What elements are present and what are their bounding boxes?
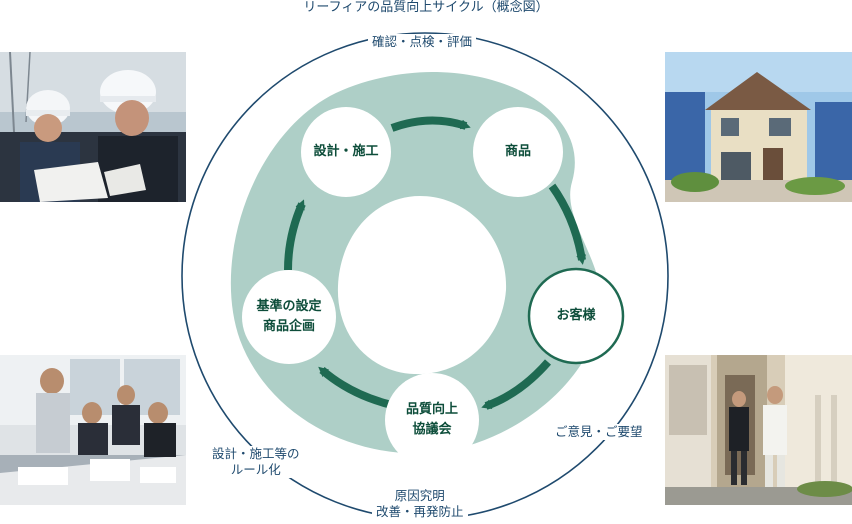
node-customer-circle bbox=[527, 267, 625, 365]
node-council-circle bbox=[385, 373, 479, 467]
label-right-feedback: ご意見・ご要望 bbox=[552, 424, 646, 440]
node-standards-circle bbox=[242, 270, 336, 364]
photo-house bbox=[665, 52, 852, 202]
label-left-rules: 設計・施工等の ルール化 bbox=[210, 446, 302, 478]
label-bottom-cause: 原因究明 改善・再発防止 bbox=[372, 488, 468, 520]
node-product: 商品 bbox=[504, 144, 531, 159]
diagram-title: リーフィアの品質向上サイクル（概念図） bbox=[303, 0, 549, 15]
photo-meeting bbox=[0, 355, 186, 505]
label-check-evaluate: 確認・点検・評価 bbox=[368, 34, 477, 50]
arrow-council-to-standards bbox=[318, 366, 390, 408]
node-council: 品質向上 協議会 bbox=[405, 402, 458, 437]
node-customer: お客様 bbox=[556, 308, 596, 323]
arrow-standards-to-design bbox=[284, 199, 306, 271]
arrow-customer-to-council bbox=[481, 359, 552, 410]
node-design: 設計・施工 bbox=[313, 144, 379, 159]
arrow-design-to-product bbox=[390, 116, 471, 132]
photo-customer-visit bbox=[665, 355, 852, 505]
photo-workers bbox=[0, 52, 186, 202]
node-product-circle bbox=[473, 107, 563, 197]
node-standards: 基準の設定 商品企画 bbox=[256, 299, 322, 334]
node-design-circle bbox=[301, 107, 391, 197]
arrow-product-to-customer bbox=[548, 183, 587, 265]
